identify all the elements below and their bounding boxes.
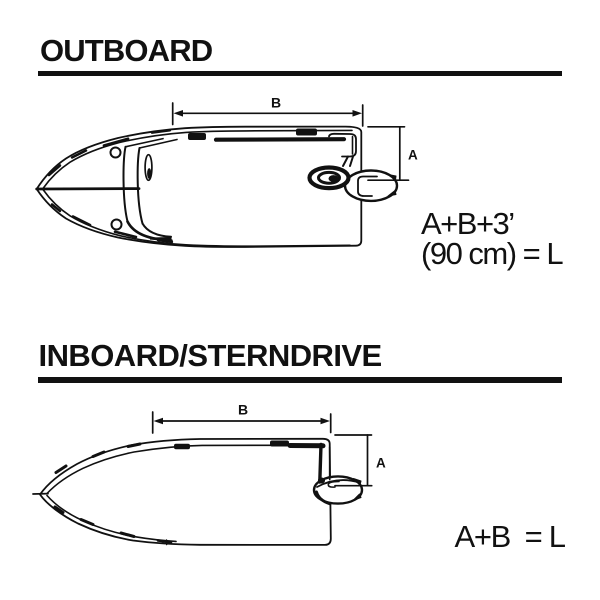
svg-text:A: A [376, 456, 386, 471]
svg-text:A: A [408, 148, 418, 163]
svg-text:B: B [238, 402, 248, 418]
svg-text:B: B [271, 95, 281, 111]
